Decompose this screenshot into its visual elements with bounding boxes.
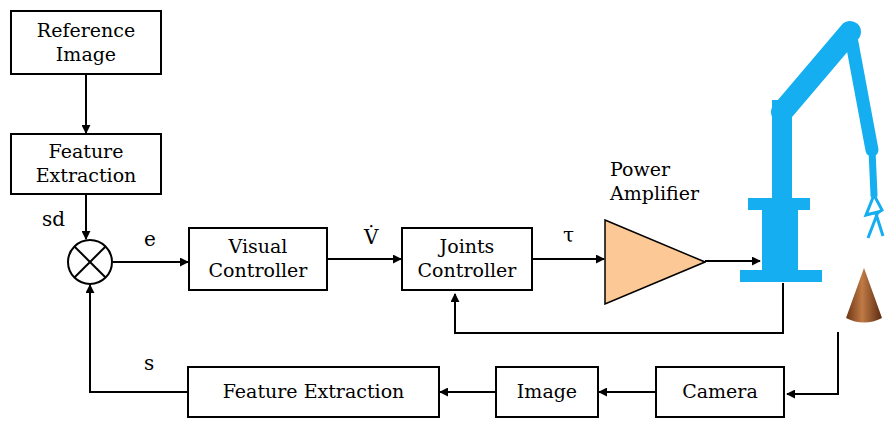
process-box: Feature Extraction: [10, 133, 162, 195]
process-box: Joints Controller: [401, 227, 533, 291]
box-label: Camera: [682, 380, 758, 404]
box-label: Joints Controller: [408, 235, 526, 283]
signal-arrow: [328, 258, 401, 260]
summing-junction: [67, 239, 113, 285]
process-box: Visual Controller: [188, 227, 328, 291]
box-label: Feature Extraction: [17, 140, 155, 188]
box-label: Reference Image: [17, 19, 155, 67]
signal-name: τ: [561, 224, 576, 246]
signal-name: V̇: [362, 226, 380, 248]
box-label: Visual Controller: [195, 235, 321, 283]
signal-arrow: [533, 258, 604, 260]
signal-name: sd: [40, 208, 67, 230]
signal-name: e: [142, 228, 158, 250]
box-label: Image: [517, 380, 577, 404]
input-box: Reference Image: [10, 10, 162, 75]
signal-arrow: [85, 195, 87, 239]
box-label: Feature Extraction: [223, 380, 405, 404]
sensor-box: Camera: [655, 366, 785, 418]
process-box: Image: [495, 366, 599, 418]
signal-arrow: [85, 75, 87, 133]
camera-view-wire: [787, 332, 838, 394]
signal-arrow: [440, 391, 495, 393]
signal-arrow: [599, 391, 655, 393]
signal-arrow: [90, 285, 187, 392]
amplifier-symbol: [604, 219, 706, 305]
robot-arm: [740, 32, 883, 282]
junction-symbol: [67, 239, 113, 285]
component-heading: Power Amplifier: [604, 158, 720, 206]
signal-name: s: [142, 352, 156, 374]
signal-arrow: [113, 261, 188, 263]
amplifier-triangle: Power Amplifier: [604, 158, 729, 305]
target-cone: [846, 268, 882, 323]
drive-wire: [705, 260, 760, 262]
process-box: Feature Extraction: [187, 366, 440, 418]
